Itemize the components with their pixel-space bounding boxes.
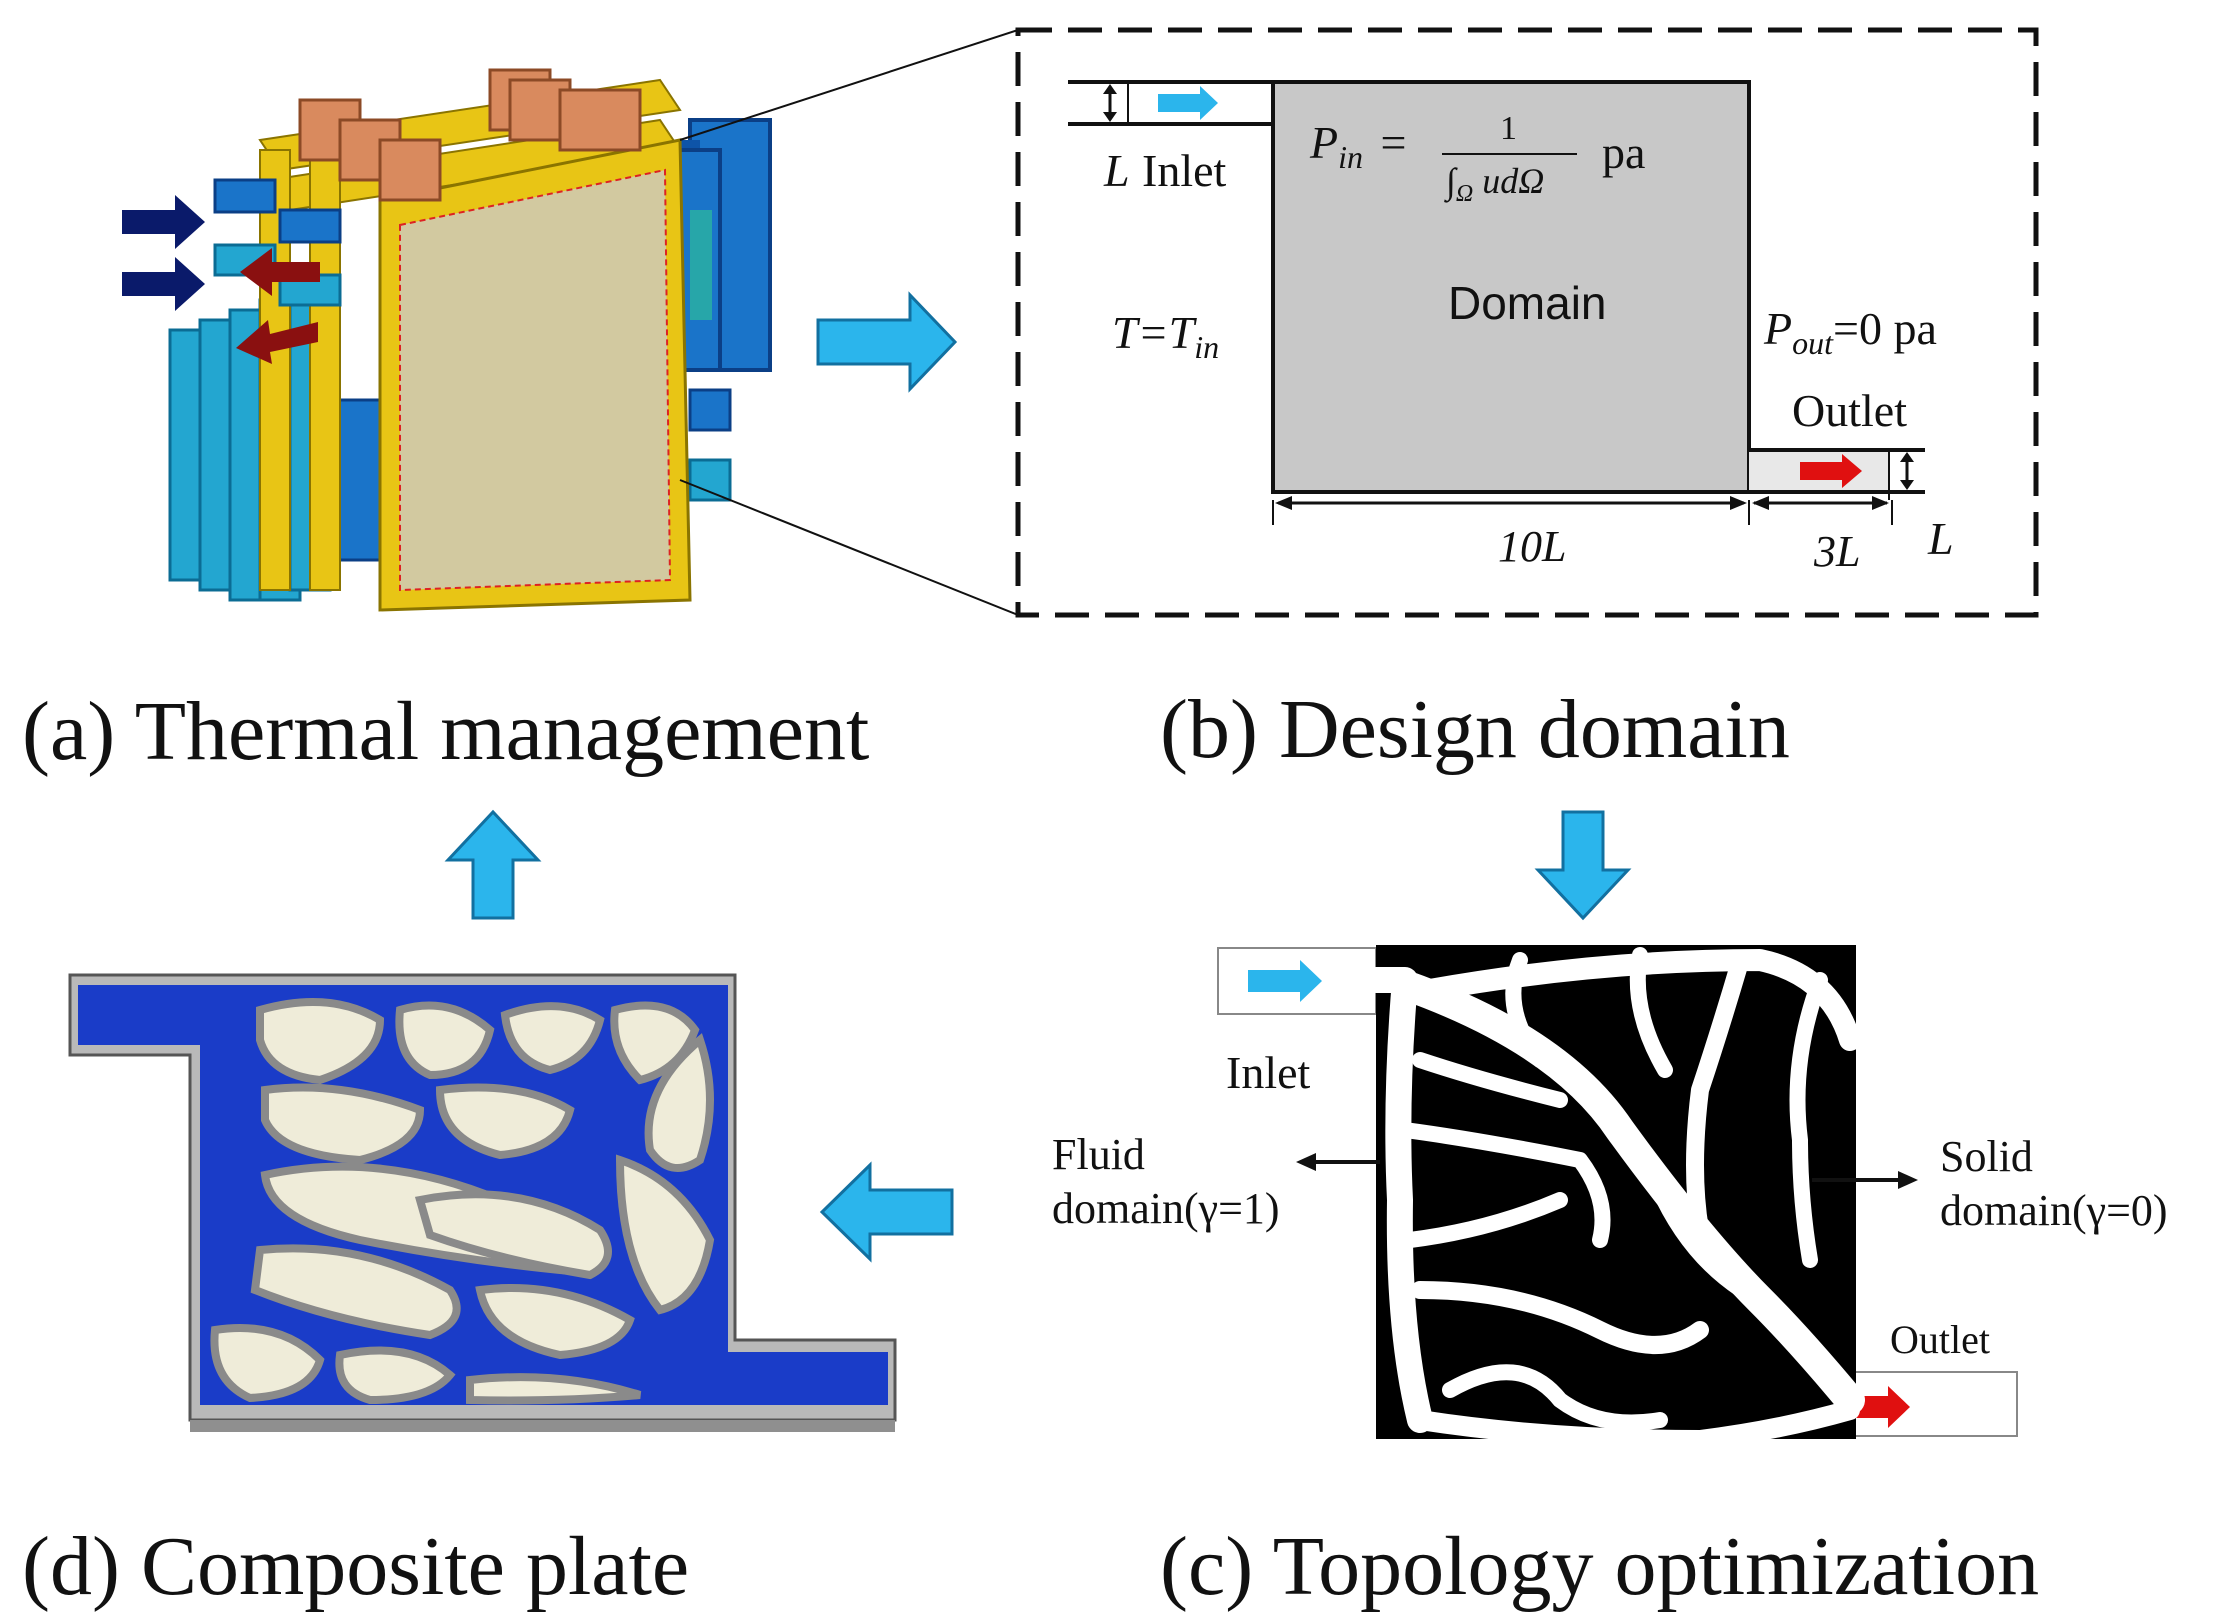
fluid-domain-label: Fluid domain(γ=1) [1052, 1130, 1280, 1233]
solid-pointer-arrow [1812, 1171, 1918, 1189]
dimension-L-right-label: L [1928, 513, 1954, 564]
zoom-line-top [679, 29, 1019, 141]
dimension-3L [1752, 496, 1893, 525]
fluid-pointer-arrow [1296, 1153, 1380, 1171]
outlet-arrow-icon [1800, 454, 1862, 488]
flow-arrow-right-icon [816, 291, 958, 393]
inlet-dimension-L: L [1104, 145, 1130, 196]
flow-arrow-up-icon [444, 809, 542, 920]
caption-d: (d) Composite plate [22, 1520, 690, 1613]
double-arrow-icon [1900, 452, 1914, 490]
inlet-label: Inlet [1142, 145, 1227, 196]
topology-inlet-label: Inlet [1226, 1047, 1311, 1098]
dimension-10L-label: 10L [1498, 522, 1567, 571]
composite-plate-model [68, 973, 897, 1432]
topology-result [1363, 945, 1865, 1450]
formula-denominator: ∫Ω udΩ [1446, 161, 1545, 208]
zoom-line-bottom [679, 479, 1019, 616]
topology-outlet-label: Outlet [1890, 1317, 1990, 1362]
flow-arrow-left-icon [819, 1161, 954, 1263]
flow-arrow-down-icon [1534, 810, 1632, 921]
caption-a: (a) Thermal management [22, 685, 870, 778]
formula-numerator: 1 [1500, 110, 1517, 147]
dimension-3L-label: 3L [1814, 527, 1861, 576]
inlet-pressure-formula: Pin = [1310, 117, 1407, 176]
battery-cells [298, 68, 642, 202]
coolant-arrows [122, 195, 320, 364]
domain-region [1271, 80, 1751, 494]
double-arrow-icon [1103, 84, 1117, 122]
design-domain-frame [1015, 27, 2039, 618]
caption-c: (c) Topology optimization [1160, 1520, 2040, 1613]
domain-label: Domain [1448, 277, 1607, 329]
inlet-arrow-icon [1158, 86, 1218, 120]
outlet-label: Outlet [1792, 385, 1907, 436]
dimension-10L [1272, 496, 1750, 525]
outlet-pressure: Pout=0 pa [1764, 303, 1937, 362]
inlet-pressure-unit: pa [1602, 127, 1646, 178]
composite-plate-front [378, 138, 692, 612]
inlet-arrow-icon [1248, 960, 1322, 1002]
caption-b: (b) Design domain [1160, 683, 1790, 776]
solid-domain-label: Solid domain(γ=0) [1940, 1132, 2168, 1235]
temperature-bc: T=Tin [1112, 307, 1220, 366]
